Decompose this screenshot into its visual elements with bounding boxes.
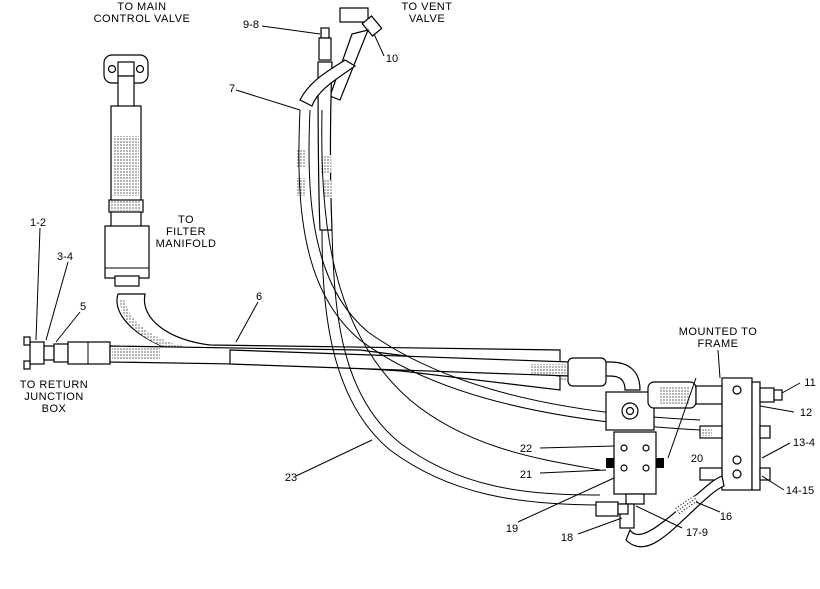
- main-valve-hose-assembly: [103, 54, 150, 287]
- callout-11: 11: [804, 377, 815, 389]
- leader-lines: [35, 25, 801, 535]
- callout-10: 10: [386, 53, 398, 65]
- svg-text:TO MAIN: TO MAIN: [117, 1, 166, 13]
- svg-text:TO: TO: [178, 214, 194, 226]
- callout-19: 19: [506, 523, 518, 535]
- upper-hose: [229, 349, 641, 391]
- hose-23: [321, 109, 601, 471]
- callout-20: 20: [691, 453, 703, 465]
- svg-text:JUNCTION: JUNCTION: [24, 391, 84, 403]
- callout-17-9: 17-9: [686, 527, 708, 539]
- svg-text:MANIFOLD: MANIFOLD: [156, 238, 217, 250]
- svg-text:MOUNTED TO: MOUNTED TO: [679, 326, 758, 338]
- callout-12: 12: [800, 407, 812, 419]
- hose-16: [625, 475, 725, 548]
- callout-16: 16: [720, 511, 732, 523]
- vent-valve-hoses: [296, 7, 701, 506]
- callout-9-8: 9-8: [243, 19, 259, 31]
- svg-text:FRAME: FRAME: [698, 338, 739, 350]
- callout-21: 21: [520, 469, 532, 481]
- callout-22: 22: [520, 443, 532, 455]
- callout-6: 6: [256, 291, 262, 303]
- return-line: [23, 336, 561, 391]
- callout-3-4: 3-4: [57, 251, 73, 263]
- callout-18: 18: [561, 532, 573, 544]
- svg-text:CONTROL VALVE: CONTROL VALVE: [94, 13, 191, 25]
- svg-text:TO RETURN: TO RETURN: [20, 379, 88, 391]
- callout-13-4: 13-4: [793, 437, 815, 449]
- valve-block: [605, 391, 664, 529]
- svg-text:TO VENT: TO VENT: [402, 1, 453, 13]
- frame-mount: [647, 377, 783, 491]
- callout-14-15: 14-15: [786, 485, 814, 497]
- note-return-junction-box: TO RETURN JUNCTION BOX: [20, 379, 88, 415]
- note-filter-manifold: TO FILTER MANIFOLD: [156, 214, 217, 250]
- note-mounted-to-frame: MOUNTED TO FRAME: [679, 326, 758, 350]
- svg-text:BOX: BOX: [42, 403, 67, 415]
- callout-23: 23: [285, 472, 297, 484]
- fitting-18: [595, 501, 629, 517]
- callout-5: 5: [80, 301, 86, 313]
- callout-1-2: 1-2: [30, 217, 46, 229]
- svg-text:VALVE: VALVE: [409, 13, 445, 25]
- svg-text:FILTER: FILTER: [166, 226, 206, 238]
- note-main-control-valve: TO MAIN CONTROL VALVE: [94, 1, 191, 25]
- note-vent-valve: TO VENT VALVE: [402, 1, 453, 25]
- callout-7: 7: [229, 83, 235, 95]
